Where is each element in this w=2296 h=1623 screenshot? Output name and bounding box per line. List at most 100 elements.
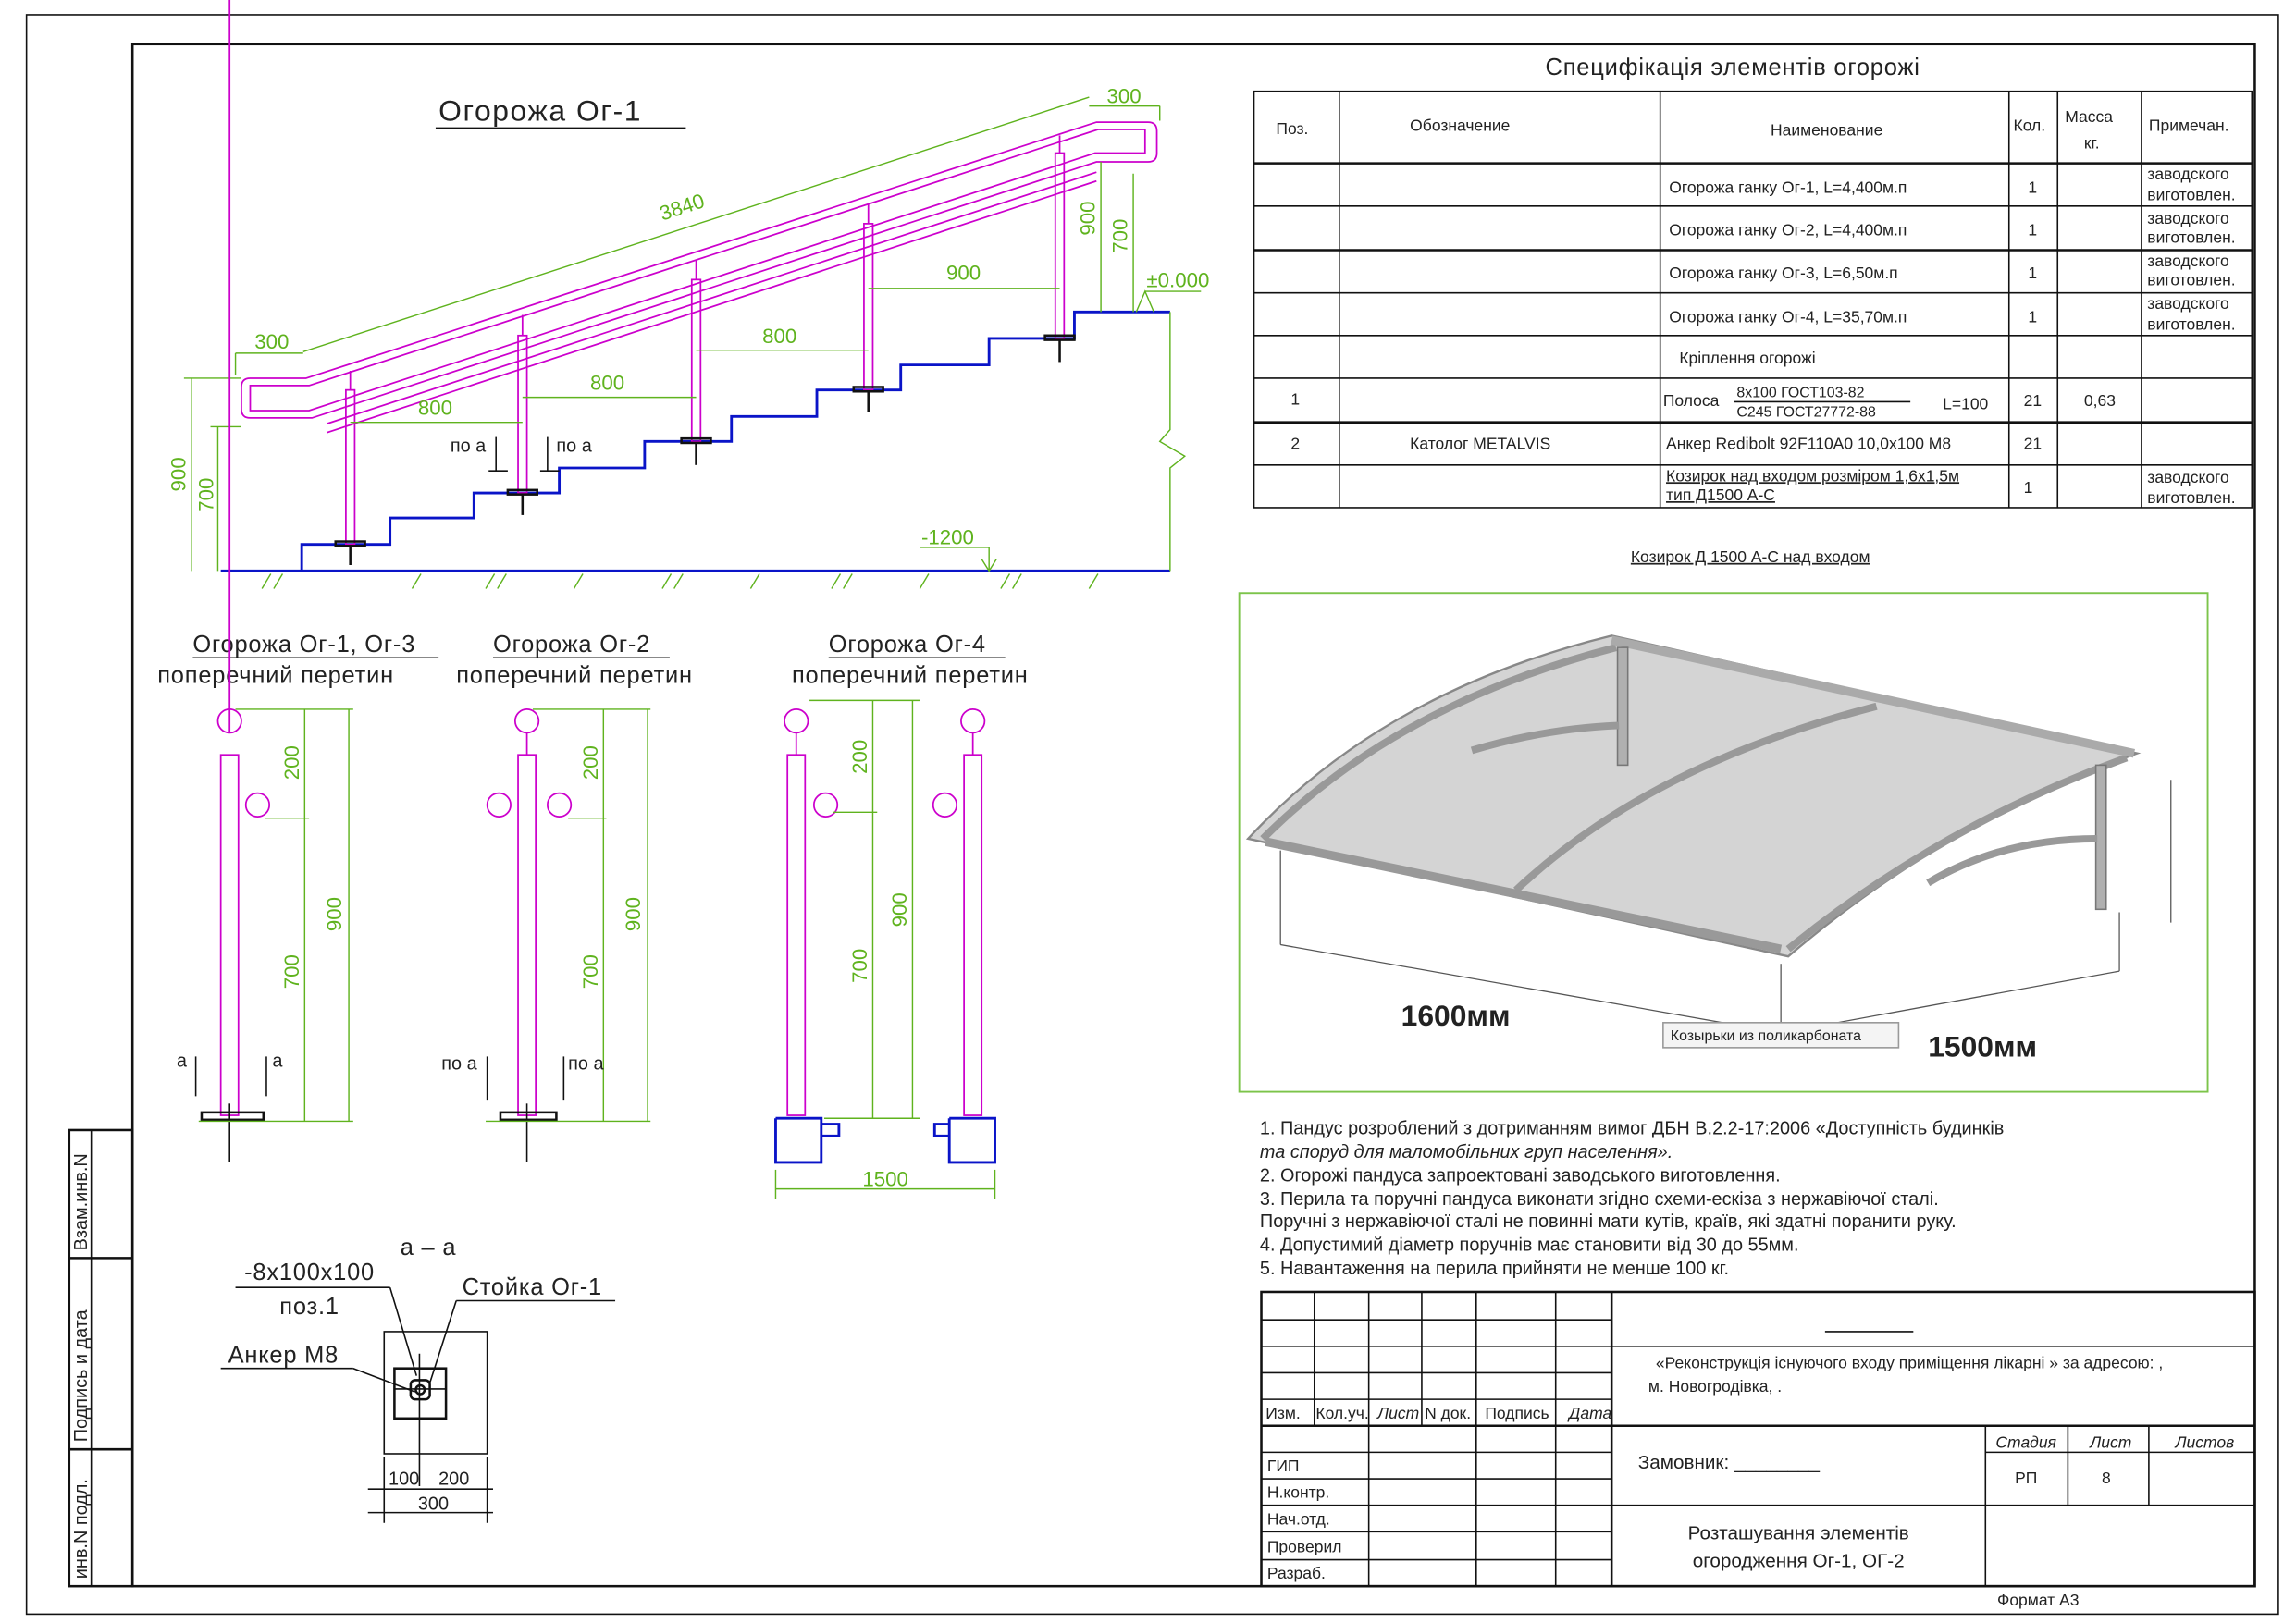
title_block-rev_headers-4: Подпись	[1485, 1404, 1549, 1422]
sections-1-dim_bottom: 700	[579, 954, 602, 989]
role-labels: ГИП Н.контр. Нач.отд. Проверил Разраб.	[1267, 1457, 1342, 1582]
detail_aa-plate: -8x100x100	[244, 1260, 375, 1285]
spec-rows-6-designation: Католог METALVIS	[1410, 434, 1550, 452]
elevation-dims-right_h700: 700	[1109, 219, 1132, 253]
sections-2-subtitle: поперечний перетин	[792, 662, 1029, 688]
sheet-format: Формат А3	[1997, 1591, 2079, 1609]
section-marks: по а по а	[451, 436, 593, 472]
elevation-dims-span3: 800	[762, 325, 796, 348]
notes-4: Поручні з нержавіючої сталі не повинні м…	[1260, 1211, 1957, 1232]
title_block-roles-0: ГИП	[1267, 1457, 1300, 1475]
sheet-inner-frame	[130, 43, 2256, 1588]
elevation-dims-slope: 3840	[657, 189, 708, 225]
drawing-title-1: Розташування элементів	[1688, 1522, 1909, 1543]
sections-2-dim_top: 200	[848, 740, 871, 774]
elevation-dimensions	[183, 96, 1202, 572]
sections-0-title: Огорожа Ог-1, Ог-3	[192, 632, 415, 658]
spec-headers-1: Обозначение	[1410, 117, 1510, 135]
elevation-dims-right_h900: 900	[1077, 201, 1100, 235]
sections-2-dim_total: 900	[888, 892, 911, 927]
title_block-roles-2: Нач.отд.	[1267, 1509, 1330, 1528]
title_block-sheet_label: Лист	[2089, 1433, 2131, 1452]
canopy-caption: Козирок Д 1500 А-С над входом	[1631, 547, 1870, 566]
handrail-upper-inner	[249, 129, 1146, 412]
sections-2-width: 1500	[862, 1167, 908, 1190]
wall-break-line	[1158, 312, 1187, 572]
railing-posts	[345, 135, 1066, 546]
sections-1-title: Огорожа Ог-2	[493, 632, 650, 658]
spec-rows-5-mass: 0,63	[2084, 391, 2116, 410]
spec-rows-5-name_top: 8x100 ГОСТ103-82	[1736, 386, 1864, 401]
detail_aa-dim_b: 200	[438, 1469, 469, 1489]
title_block-rev_headers-3: N док.	[1425, 1404, 1471, 1422]
spec-headers-0: Поз.	[1276, 119, 1308, 138]
canopy-tooltip: Козырьки из поликарбоната	[1671, 1028, 1861, 1044]
spec-rows-1-name: Огорожа ганку Ог-2, L=4,400м.п	[1669, 221, 1907, 240]
sections-1-mark_right: по а	[568, 1054, 604, 1075]
spec-mass_header-1: кг.	[2084, 134, 2100, 153]
detail_aa-dim_a: 100	[389, 1469, 419, 1489]
spec-rows-1-note-0: заводского	[2147, 209, 2228, 227]
sections-0-dim_total: 900	[323, 897, 346, 931]
elevation-dims-span2: 800	[590, 372, 624, 395]
spec-rows-6-qty: 21	[2024, 434, 2042, 452]
spec-rows-2-note-0: заводского	[2147, 252, 2228, 270]
spec-mass_header-0: Масса	[2065, 107, 2113, 126]
spec-rows-1-qty: 1	[2028, 221, 2037, 240]
title_block-sheets_label: Листов	[2175, 1433, 2235, 1452]
title_block-stage_label: Стадия	[1995, 1433, 2056, 1452]
spec-rows-3-qty: 1	[2028, 307, 2037, 326]
spec-rows-3-note-0: заводского	[2147, 294, 2228, 313]
spec-rows-5-name_len: L=100	[1943, 394, 1988, 412]
stage-value: РП	[2015, 1469, 2037, 1487]
stair-profile	[300, 310, 1170, 572]
notes-6: 5. Навантаження на перила прийняти не ме…	[1260, 1259, 1729, 1279]
spec-rows-3-name: Огорожа ганку Ог-4, L=35,70м.п	[1669, 307, 1907, 326]
specification-table: Специфікація элементів огорожі Поз. Обоз…	[1253, 55, 2253, 509]
detail_aa-title: а – а	[401, 1235, 457, 1260]
general-notes: 1. Пандус розроблений з дотриманням вимо…	[1260, 1119, 2004, 1279]
client-field: Замовник: ________	[1638, 1452, 1821, 1473]
notes-2: 2. Огорожі пандуса запроектовані заводсь…	[1260, 1166, 1781, 1187]
stamp-replace-inv: Взам.инв.N	[71, 1153, 92, 1250]
canopy-length: 1600мм	[1401, 999, 1511, 1032]
cross-section-og2: Огорожа Ог-2 поперечний перетин 200 700 …	[441, 632, 692, 1162]
table-row: Огорожа ганку Ог-2, L=4,400м.п 1 заводског…	[1669, 209, 2235, 247]
spec-headers-2: Наименование	[1771, 120, 1882, 139]
canopy-depth: 1500мм	[1928, 1029, 2037, 1063]
sections-0-subtitle: поперечний перетин	[157, 662, 394, 688]
spec-rows-7-name: Козирок над входом розміром 1,6х1,5м	[1666, 466, 1959, 485]
sections-0-mark_right: а	[272, 1051, 283, 1072]
table-row: Козирок над входом розміром 1,6х1,5мтип …	[1666, 466, 2236, 507]
level-bottom: -1200	[921, 526, 974, 549]
sections-0-mark_left: а	[177, 1051, 188, 1072]
spec-rows-5-qty: 21	[2024, 391, 2042, 410]
detail-section-aa: а – а -8x100x100 поз.1 Стойка Ог-1 Анкер…	[220, 1235, 616, 1523]
table-row: Огорожа ганку Ог-4, L=35,70м.п 1 заводског…	[1669, 294, 2235, 333]
level-top: ±0.000	[1146, 268, 1209, 291]
sheet-outer-frame	[25, 14, 2279, 1616]
title_block-rev_headers-0: Изм.	[1265, 1404, 1301, 1422]
title_block-roles-1: Н.контр.	[1267, 1483, 1329, 1502]
spec-rows-6-name: Анкер Redibolt 92F110A0 10,0x100 M8	[1666, 434, 1951, 452]
elevation-dims-span1: 800	[418, 397, 452, 420]
cross-section-og1-og3: Огорожа Ог-1, Ог-3 поперечний перетин 20…	[157, 0, 439, 1162]
detail_aa-dim_total: 300	[418, 1494, 449, 1514]
spec-rows-2-qty: 1	[2028, 264, 2037, 282]
sections-2-dim_bottom: 700	[848, 949, 871, 983]
elevation-dims-left_ext: 300	[254, 330, 289, 353]
project-name: «Реконструкція існуючого входу приміщенн…	[1656, 1354, 2163, 1372]
table-row: Кріплення огорожі	[1679, 349, 1815, 367]
notes-0: 1. Пандус розроблений з дотриманням вимо…	[1260, 1119, 2004, 1139]
notes-5: 4. Допустимий діаметр поручнів має стано…	[1260, 1235, 1799, 1255]
spec-rows-2-note-1: виготовлен.	[2147, 271, 2235, 289]
sheet-number: 8	[2102, 1469, 2111, 1487]
spec-headers-5: Примечан.	[2149, 117, 2229, 135]
spec-rows-7-name2: тип Д1500 А-С	[1666, 486, 1775, 504]
stamp-sign-date: Подпись и дата	[71, 1309, 92, 1442]
spec-rows-3-note-1: виготовлен.	[2147, 314, 2235, 333]
notes-3: 3. Перила та поручні пандуса виконати зг…	[1260, 1189, 1939, 1210]
